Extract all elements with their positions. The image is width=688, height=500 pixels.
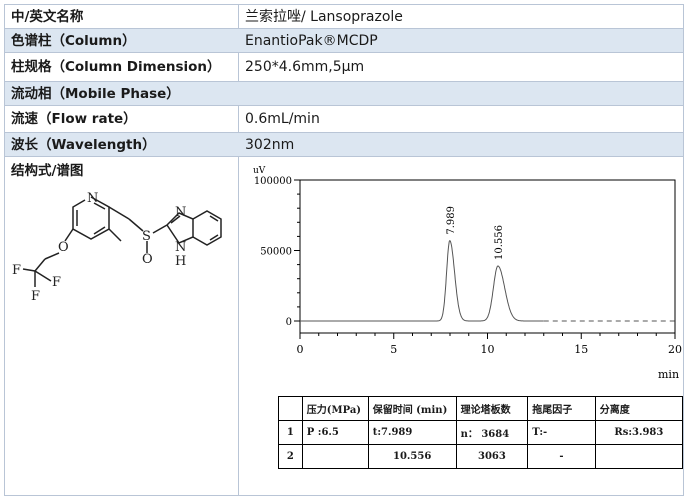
x-tick-label: 0: [297, 343, 304, 356]
atom-label: F: [12, 263, 21, 278]
row-column: 色谱柱（Column） EnantioPak®MCDP: [5, 29, 683, 53]
table-header-row: 压力(MPa)保留时间 (min)理论塔板数拖尾因子分离度: [278, 396, 684, 421]
atom-label: O: [142, 252, 153, 267]
row-label: 色谱柱（Column）: [11, 33, 136, 49]
plot-frame: [299, 179, 676, 334]
table-cell: [301, 444, 369, 469]
x-axis-unit: min: [658, 368, 679, 381]
atom-label: N: [87, 191, 98, 206]
row-value: 302nm: [245, 137, 295, 153]
header-cell: 分离度: [594, 396, 684, 421]
row-label: 中/英文名称: [11, 9, 84, 25]
peak-label: 7.989: [446, 206, 457, 235]
method-sheet: 中/英文名称 兰索拉唑/ Lansoprazole 色谱柱（Column） En…: [4, 4, 684, 496]
atom-label: N: [175, 205, 186, 220]
y-axis-unit: uV: [253, 166, 266, 176]
row-dimension: 柱规格（Column Dimension） 250*4.6mm,5μm: [5, 53, 683, 82]
table-cell: 1: [278, 420, 303, 445]
x-tick-label: 10: [481, 343, 495, 356]
x-tick-label: 20: [668, 343, 682, 356]
table-cell: Rs:3.983: [594, 420, 684, 445]
x-tick-label: 5: [390, 343, 397, 356]
column-divider: [238, 5, 239, 495]
table-cell: t:7.989: [367, 420, 457, 445]
row-wavelength: 波长（Wavelength） 302nm: [5, 133, 683, 157]
row-flow-rate: 流速（Flow rate） 0.6mL/min: [5, 106, 683, 133]
structure-diagram: N S O N N H O F F F: [12, 191, 222, 304]
table-cell: 2: [278, 444, 303, 469]
header-cell: 理论塔板数: [455, 396, 529, 421]
table-cell: n： 3684: [455, 420, 529, 445]
atom-label: N: [175, 240, 186, 255]
table-cell: 3063: [455, 444, 529, 469]
row-label: 流动相（Mobile Phase）: [11, 86, 180, 102]
x-tick-label: 15: [574, 343, 588, 356]
chromatogram: uV min 0 5 10 15 20 0 50000 100000 7.989 10.556: [253, 166, 682, 381]
row-value: 250*4.6mm,5μm: [245, 59, 365, 75]
header-cell: 压力(MPa): [301, 396, 369, 421]
series-line: [300, 240, 544, 322]
y-tick-label: 100000: [254, 176, 292, 187]
atom-label: F: [31, 289, 40, 304]
atom-label: O: [58, 240, 69, 255]
row-label: 波长（Wavelength）: [11, 137, 156, 153]
row-label: 柱规格（Column Dimension）: [11, 59, 221, 75]
table-cell: T:-: [527, 420, 596, 445]
header-cell: 拖尾因子: [527, 396, 596, 421]
atom-label: S: [142, 229, 151, 244]
row-label: 流速（Flow rate）: [11, 111, 137, 127]
header-cell: 保留时间 (min): [367, 396, 457, 421]
atom-label: H: [175, 254, 186, 269]
peak-label: 10.556: [494, 225, 505, 260]
y-tick-label: 50000: [260, 247, 292, 258]
table-cell: 10.556: [367, 444, 457, 469]
y-tick-label: 0: [286, 317, 292, 328]
table-cell: [594, 444, 684, 469]
table-cell: -: [527, 444, 596, 469]
structure-label: 结构式/谱图: [11, 163, 84, 179]
atom-label: F: [52, 275, 61, 290]
table-cell: P :6.5: [301, 420, 369, 445]
row-name: 中/英文名称 兰索拉唑/ Lansoprazole: [5, 5, 683, 29]
row-value: 兰索拉唑/ Lansoprazole: [245, 9, 403, 25]
row-mobile-phase: 流动相（Mobile Phase）: [5, 82, 683, 106]
row-value: 0.6mL/min: [245, 111, 320, 127]
row-value: EnantioPak®MCDP: [245, 33, 378, 49]
header-cell: [278, 396, 303, 421]
